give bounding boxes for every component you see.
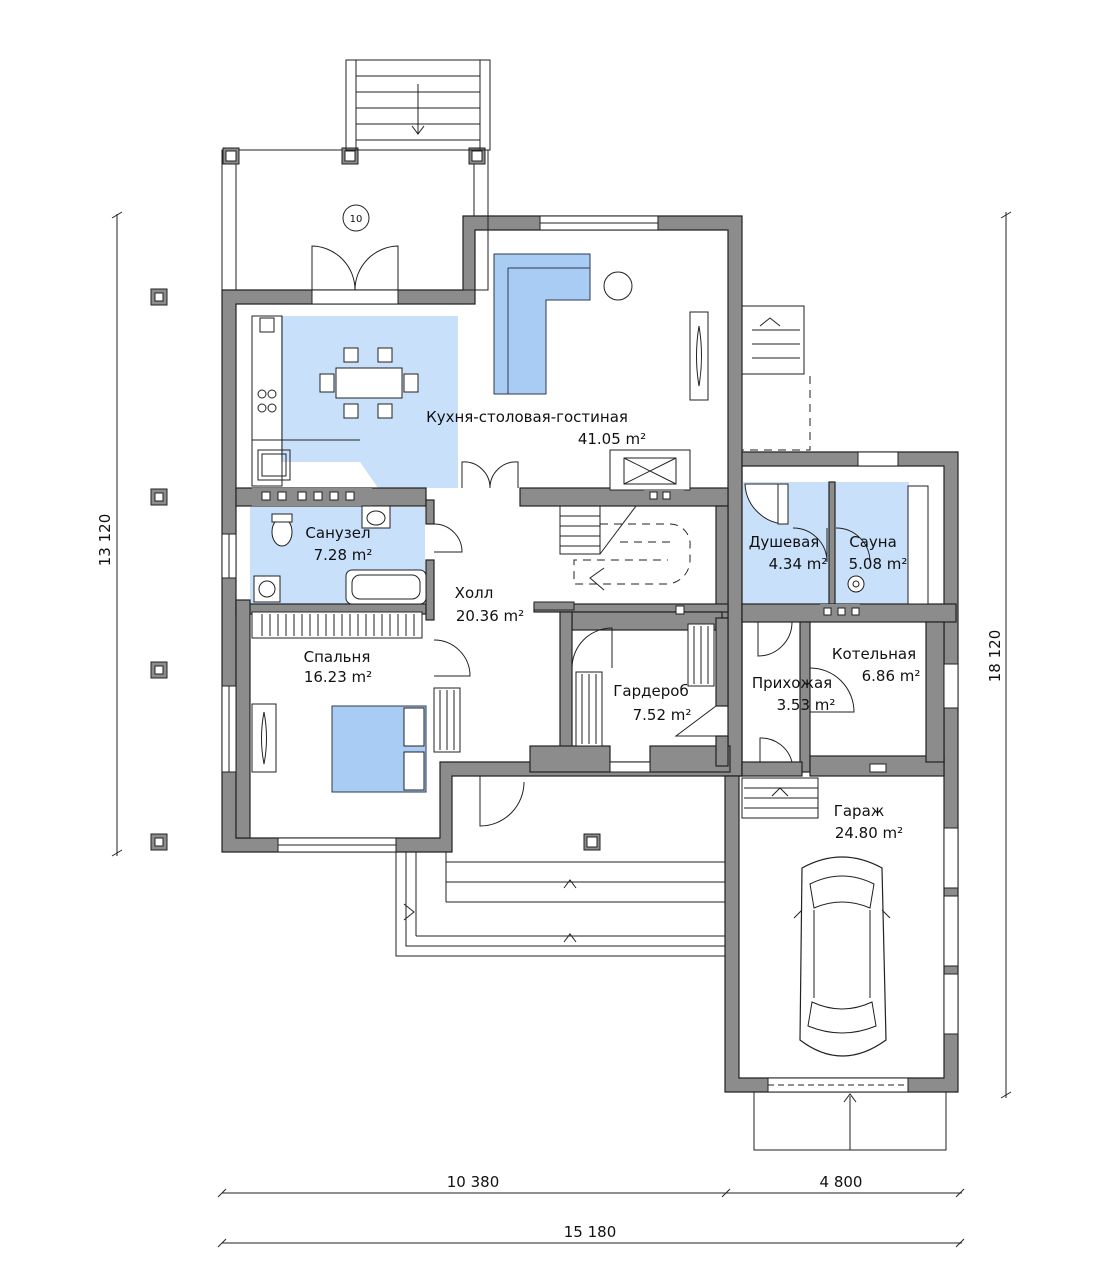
shower-name: Душевая — [749, 533, 820, 551]
bathroom-area: 7.28 m² — [314, 546, 373, 564]
wardrobe-furniture — [575, 623, 717, 747]
dim-width-main: 10 380 — [447, 1173, 500, 1191]
wardrobe-name: Гардероб — [613, 682, 688, 700]
kitchen-furniture — [251, 315, 419, 506]
hall-name: Холл — [455, 584, 494, 602]
side-stair — [741, 305, 811, 451]
entry-name: Прихожая — [752, 674, 832, 692]
porch-steps — [395, 833, 725, 957]
column-markers — [150, 288, 168, 851]
dim-width-total: 15 180 — [564, 1223, 617, 1241]
sauna-name: Сауна — [849, 533, 897, 551]
stairs — [533, 505, 691, 615]
bedroom-area: 16.23 m² — [304, 668, 372, 686]
kitchen-name: Кухня-столовая-гостиная — [426, 408, 628, 426]
terrace — [221, 59, 491, 291]
room-labels: Кухня-столовая-гостиная 41.05 m² Санузел… — [304, 408, 921, 842]
bathroom-fixtures — [253, 505, 463, 605]
entry-doors — [757, 621, 887, 773]
kitchen-area: 41.05 m² — [578, 430, 646, 448]
shower-sauna-fixtures — [744, 483, 929, 620]
living-furniture — [493, 253, 709, 502]
sauna-area: 5.08 m² — [849, 555, 908, 573]
bedroom-name: Спальня — [304, 648, 371, 666]
wardrobe-area: 7.52 m² — [633, 706, 692, 724]
dim-right-height: 18 120 — [986, 630, 1004, 683]
hall-doors — [479, 627, 613, 827]
dimension-labels: 13 120 18 120 10 380 4 800 15 180 — [96, 514, 1004, 1241]
boiler-name: Котельная — [832, 645, 916, 663]
bedroom-furniture — [251, 611, 471, 793]
marker-circle: 10 — [342, 204, 370, 232]
entry-area: 3.53 m² — [777, 696, 836, 714]
garage-contents — [741, 777, 947, 1151]
boiler-area: 6.86 m² — [862, 667, 921, 685]
dimension-lines — [111, 211, 1012, 1248]
hall-area: 20.36 m² — [456, 607, 524, 625]
bathroom-name: Санузел — [305, 524, 370, 542]
marker-label: 10 — [350, 214, 363, 225]
dim-width-garage: 4 800 — [820, 1173, 863, 1191]
garage-name: Гараж — [834, 802, 885, 820]
terrace-door — [311, 245, 399, 291]
shower-area: 4.34 m² — [769, 555, 828, 573]
interior-walls — [235, 481, 957, 839]
living-door — [461, 461, 519, 489]
windows — [221, 215, 959, 1093]
dim-left-height: 13 120 — [96, 514, 114, 567]
garage-area: 24.80 m² — [835, 824, 903, 842]
